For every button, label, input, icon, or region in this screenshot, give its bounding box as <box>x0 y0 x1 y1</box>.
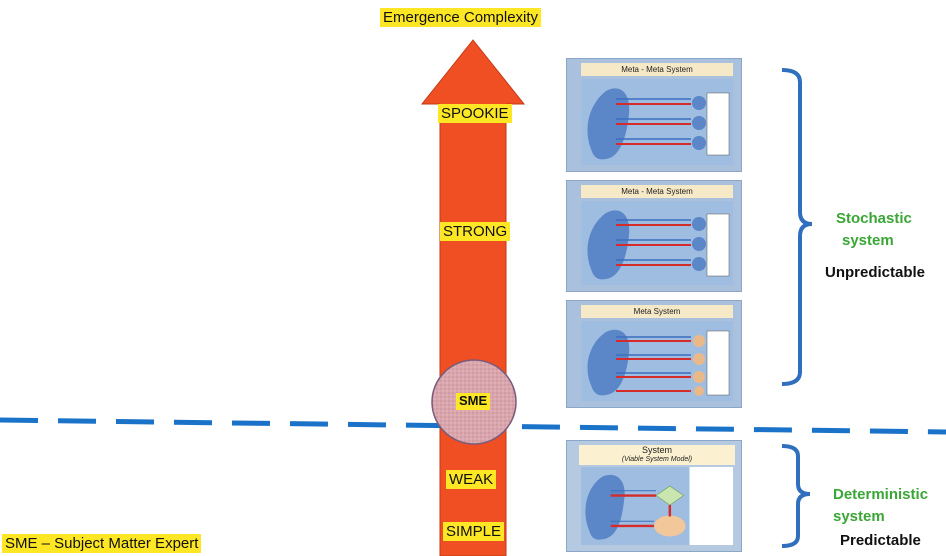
stochastic-line1: Stochastic <box>836 210 912 227</box>
panel-title: Meta - Meta System <box>581 185 733 198</box>
sme-circle-label: SME <box>456 393 491 410</box>
panel-title: Meta - Meta System <box>581 63 733 76</box>
unpredictable-label: Unpredictable <box>825 264 926 281</box>
panel-illustration <box>581 201 733 285</box>
vsm-diagram-icon <box>581 321 733 401</box>
sme-caption: SME – Subject Matter Expert <box>2 534 202 554</box>
panel-title-text: System <box>641 445 672 455</box>
deterministic-system-label: Deterministic system <box>833 484 928 528</box>
panel-illustration <box>581 79 733 165</box>
panel-meta-meta-system-top: Meta - Meta System <box>566 58 742 172</box>
level-spookie-label: SPOOKIE <box>438 104 512 124</box>
vsm-diagram-icon <box>581 79 733 165</box>
stochastic-bracket <box>781 68 813 386</box>
panel-illustration <box>581 321 733 401</box>
panel-title: System (Viable System Model) <box>579 445 735 465</box>
panel-meta-meta-system-middle: Meta - Meta System <box>566 180 742 292</box>
predictable-label: Predictable <box>840 532 921 549</box>
level-weak-label: WEAK <box>446 470 497 490</box>
deterministic-line1: Deterministic <box>833 486 929 503</box>
panel-subtitle: (Viable System Model) <box>621 456 693 463</box>
vsm-diagram-icon <box>581 201 733 285</box>
panel-illustration <box>581 467 733 545</box>
panel-system-vsm: System (Viable System Model) <box>566 440 742 552</box>
panel-title: Meta System <box>581 305 733 318</box>
level-strong-label: STRONG <box>440 222 511 242</box>
stochastic-system-label: Stochastic system <box>836 208 912 252</box>
level-simple-label: SIMPLE <box>443 522 505 542</box>
stochastic-line2: system <box>842 232 894 249</box>
deterministic-line2: system <box>833 508 885 525</box>
diagram-title: Emergence Complexity <box>380 8 542 28</box>
panel-meta-system: Meta System <box>566 300 742 408</box>
deterministic-bracket <box>781 444 811 548</box>
vsm-diagram-icon <box>581 467 733 545</box>
